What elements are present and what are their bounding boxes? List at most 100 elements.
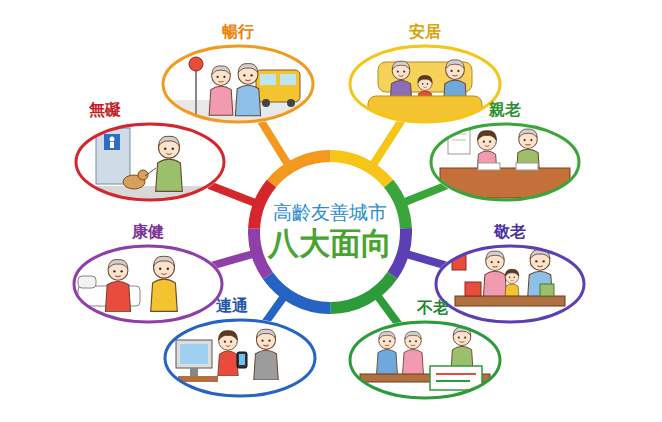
- spoke-connector: [213, 254, 253, 266]
- circle-shape: [189, 57, 203, 71]
- ellipse-outline: [163, 318, 317, 398]
- aspect-label: 無礙: [89, 98, 121, 122]
- ellipse-shape: [434, 244, 586, 324]
- use-shape: [151, 256, 178, 311]
- spoke-line: [266, 297, 284, 322]
- aspect-ellipse: 安居: [348, 20, 502, 124]
- rect-shape: [478, 163, 500, 170]
- ring-segment: [268, 276, 331, 308]
- aspect-ellipse: 敬老: [434, 220, 586, 324]
- ellipse-shape: [429, 122, 581, 202]
- circle-shape: [110, 137, 115, 142]
- rect-shape: [239, 354, 245, 365]
- ring-segment: [254, 183, 271, 228]
- ellipse-shape: [72, 244, 224, 324]
- ring-segment: [331, 156, 389, 184]
- transport-scene: [160, 57, 320, 130]
- ellipse-shape: [348, 44, 502, 124]
- spoke-connector: [266, 297, 284, 322]
- spoke-line: [213, 254, 253, 266]
- center-circle: 高齡友善城市八大面向: [248, 150, 412, 314]
- rect-shape: [430, 366, 482, 390]
- home-scene: [368, 60, 482, 122]
- use-shape: [235, 64, 260, 116]
- ellipse-border: [165, 320, 315, 396]
- aspect-ellipse: 無礙: [74, 98, 226, 202]
- rect-shape: [78, 276, 96, 288]
- line-shape: [436, 380, 470, 382]
- aspect-ellipse: 暢行: [161, 20, 315, 124]
- rect-shape: [96, 128, 130, 184]
- ellipse-shape: [161, 44, 315, 124]
- spoke-connector: [404, 185, 446, 202]
- ellipse-fills: [72, 44, 586, 400]
- ellipse-outline: [434, 244, 586, 324]
- use-shape: [254, 329, 279, 380]
- ellipse-shape: [348, 320, 502, 400]
- spoke-line: [378, 296, 399, 324]
- aspect-label: 敬老: [494, 220, 526, 244]
- use-shape: [105, 260, 130, 312]
- use-shape: [209, 66, 233, 115]
- rect-shape: [110, 142, 114, 148]
- use-shape: [377, 331, 398, 375]
- spoke-line: [373, 120, 402, 165]
- ellipse-border: [431, 124, 579, 200]
- ellipse-border: [74, 246, 222, 322]
- spoke-line: [407, 254, 446, 265]
- use-shape: [403, 331, 424, 375]
- spoke-line: [404, 185, 446, 202]
- aspect-label: 安居: [409, 20, 441, 44]
- ellipse-outline: [72, 244, 224, 324]
- rect-shape: [516, 163, 538, 170]
- active-aging-scene: [360, 327, 490, 390]
- aspect-ellipse: 親老: [429, 98, 581, 202]
- circle-shape: [262, 99, 270, 107]
- use-shape: [483, 251, 507, 300]
- aspect-ellipse: 康健: [72, 220, 224, 324]
- rect-shape: [237, 352, 247, 368]
- aspect-label: 暢行: [222, 20, 254, 44]
- family-scene: [440, 128, 570, 198]
- ellipse-border: [76, 124, 224, 200]
- spoke-connector: [407, 254, 446, 265]
- spoke-connector: [209, 185, 255, 203]
- ellipse-outline: [161, 44, 315, 124]
- spoke-line: [261, 120, 288, 164]
- ellipse-outline: [74, 122, 226, 202]
- connectivity-scene: [176, 329, 278, 382]
- ring-segment: [254, 228, 268, 275]
- spoke-line: [209, 185, 255, 203]
- rect-shape: [540, 284, 554, 296]
- aspect-ellipse: 不老: [348, 296, 502, 400]
- aspect-label: 不老: [417, 296, 449, 320]
- circle-shape: [287, 99, 295, 107]
- aspect-ellipse: 連通: [163, 294, 317, 398]
- rect-shape: [256, 70, 300, 102]
- rect-shape: [176, 340, 212, 368]
- spoke-connector: [373, 120, 402, 165]
- ellipse-border: [350, 322, 500, 398]
- line-shape: [145, 168, 156, 176]
- rect-shape: [180, 344, 208, 364]
- rect-shape: [260, 74, 276, 85]
- ellipse-shape: [163, 318, 317, 398]
- center-text-group: 高齡友善城市八大面向: [248, 150, 412, 314]
- health-scene: [78, 256, 177, 312]
- ellipse-outline: [348, 320, 502, 400]
- spoke-connector: [378, 296, 399, 324]
- center-heading: 八大面向: [268, 224, 392, 263]
- ellipse-border: [350, 46, 500, 122]
- line-shape: [452, 140, 466, 141]
- ring-segment: [392, 228, 406, 275]
- rect-shape: [465, 282, 481, 296]
- ellipse-border: [163, 46, 313, 122]
- rect-shape: [455, 296, 565, 306]
- rect-shape: [104, 134, 120, 150]
- rect-shape: [280, 74, 296, 85]
- rect-shape: [190, 368, 198, 376]
- aspect-label: 親老: [489, 98, 521, 122]
- center-title: 高齡友善城市: [273, 201, 387, 225]
- ring-segment: [272, 156, 331, 183]
